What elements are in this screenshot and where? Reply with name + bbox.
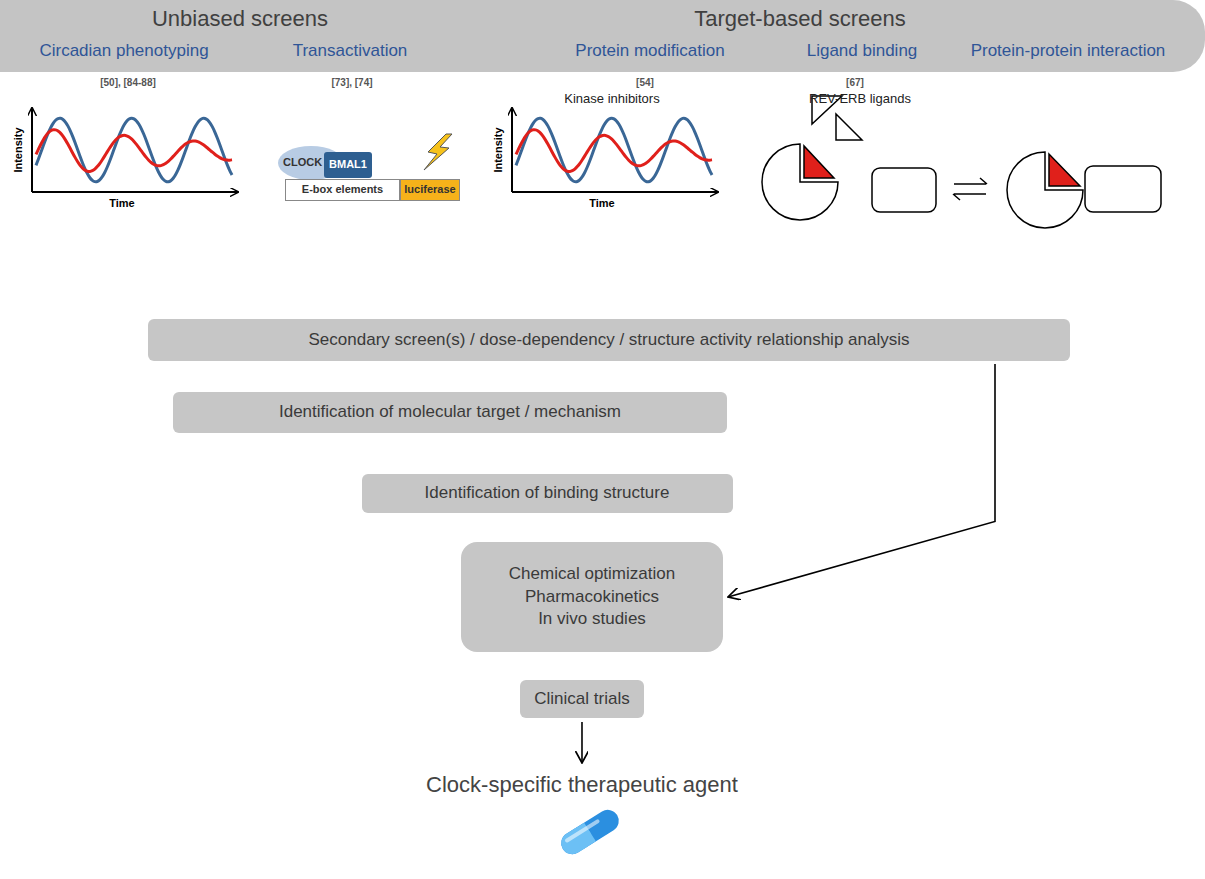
screen-heading: Ligand binding: [807, 41, 918, 61]
lightning-bolt: [424, 134, 452, 170]
node-text: Chemical optimization: [509, 563, 675, 586]
reference-number: [50], [84-88]: [100, 77, 156, 88]
screen-heading: Protein-protein interaction: [971, 41, 1166, 61]
axis-label: Time: [109, 197, 134, 209]
flow-arrow: [728, 364, 995, 597]
pill-icon: [557, 806, 623, 859]
process-box: luciferase: [400, 179, 460, 201]
damped-curve: [516, 130, 712, 172]
rhythm-curve: [516, 118, 712, 182]
figure-caption: REV-ERB ligands: [809, 91, 911, 106]
process-box: E-box elements: [285, 179, 400, 201]
node-text: CLOCK: [283, 156, 322, 169]
node-text: Clock-specific therapeutic agent: [426, 772, 738, 798]
screen-heading: Unbiased screens: [152, 6, 328, 32]
axis-label: Time: [589, 197, 614, 209]
node-text: luciferase: [404, 183, 455, 196]
screen-heading: Target-based screens: [694, 6, 906, 32]
flow-arrow: [581, 722, 583, 763]
screen-heading: Transactivation: [293, 41, 408, 61]
screen-heading: Protein modification: [575, 41, 724, 61]
rhythm-curve: [36, 118, 232, 182]
node-text: Identification of molecular target / mec…: [279, 402, 621, 422]
axis-label: Intensity: [12, 127, 24, 172]
reference-number: [73], [74]: [331, 77, 372, 88]
process-box: Identification of binding structure: [362, 474, 733, 513]
node-text: E-box elements: [302, 183, 383, 196]
process-box: BMAL1: [324, 152, 372, 178]
figure-caption: Kinase inhibitors: [564, 91, 659, 106]
ligand-binding-figure: [762, 96, 1161, 228]
process-box: Identification of molecular target / mec…: [173, 392, 727, 433]
node-text: In vivo studies: [538, 608, 646, 631]
node-text: Secondary screen(s) / dose-dependency / …: [309, 330, 910, 350]
process-box: Clinical trials: [520, 680, 643, 718]
process-box: Secondary screen(s) / dose-dependency / …: [148, 319, 1070, 361]
screen-heading: Circadian phenotyping: [39, 41, 208, 61]
node-text: Clinical trials: [534, 689, 629, 709]
damped-curve: [36, 130, 232, 172]
reference-number: [54]: [636, 77, 654, 88]
node-text: Identification of binding structure: [425, 483, 670, 503]
outcome-node: Clock-specific therapeutic agent: [412, 766, 752, 804]
node-text: BMAL1: [329, 158, 367, 171]
node-text: Pharmacokinetics: [525, 586, 659, 609]
process-box: Chemical optimizationPharmacokineticsIn …: [461, 542, 723, 652]
reference-number: [67]: [846, 77, 864, 88]
screen-band: Unbiased screens Target-based screensCirc…: [0, 0, 1205, 72]
axis-label: Intensity: [492, 127, 504, 172]
